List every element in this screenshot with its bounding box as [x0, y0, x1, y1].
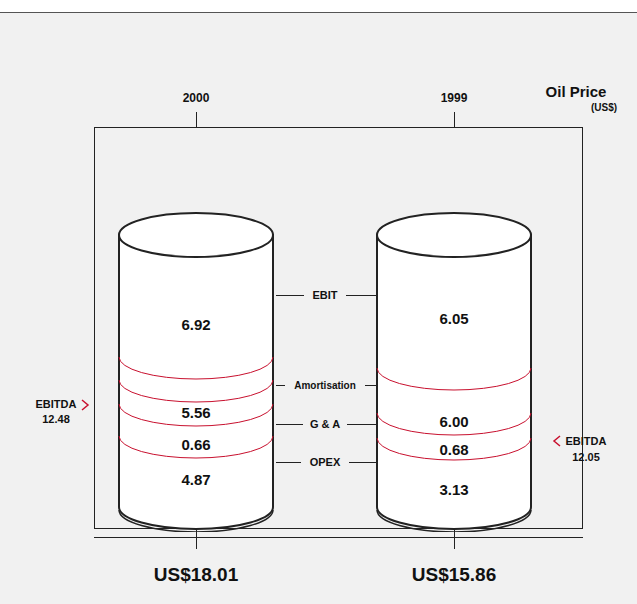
- chart-title: Oil Price: [546, 84, 607, 101]
- value-label: 6.92: [181, 317, 210, 334]
- frame: [95, 128, 583, 529]
- value-label: 6.00: [439, 414, 468, 431]
- tick: [454, 528, 455, 549]
- base-rule: [94, 537, 583, 538]
- ebitda-value: 12.48: [42, 413, 70, 425]
- leader-lines: [276, 296, 376, 463]
- value-label: 3.13: [439, 482, 468, 499]
- unit-label: (US$): [591, 102, 617, 113]
- ebitda-label: EBITDA: [566, 435, 607, 447]
- top-strip: [0, 0, 637, 12]
- price-label: US$15.86: [412, 565, 497, 586]
- oil-barrel: 6.92 5.56 0.66 4.87: [117, 210, 275, 532]
- chevron: [554, 436, 560, 446]
- band-name: Amortisation: [294, 380, 356, 391]
- value-label: 6.05: [439, 311, 468, 328]
- band-name: G & A: [310, 418, 340, 430]
- tick: [196, 528, 197, 549]
- band-name: EBIT: [312, 289, 337, 301]
- value-label: 0.68: [439, 442, 468, 459]
- oil-barrel: 6.05 6.00 0.68 3.13: [375, 210, 533, 532]
- band-name: OPEX: [310, 456, 341, 468]
- tick: [454, 112, 455, 127]
- ebitda-label: EBITDA: [36, 398, 77, 410]
- value-label: 0.66: [181, 437, 210, 454]
- chevron: [82, 400, 88, 410]
- tick: [196, 112, 197, 127]
- value-label: 5.56: [181, 405, 210, 422]
- top-rule: [0, 12, 637, 13]
- year-label: 1999: [441, 92, 468, 105]
- ebitda-value: 12.05: [572, 451, 600, 463]
- value-label: 4.87: [181, 472, 210, 489]
- price-label: US$18.01: [154, 565, 239, 586]
- year-label: 2000: [183, 92, 210, 105]
